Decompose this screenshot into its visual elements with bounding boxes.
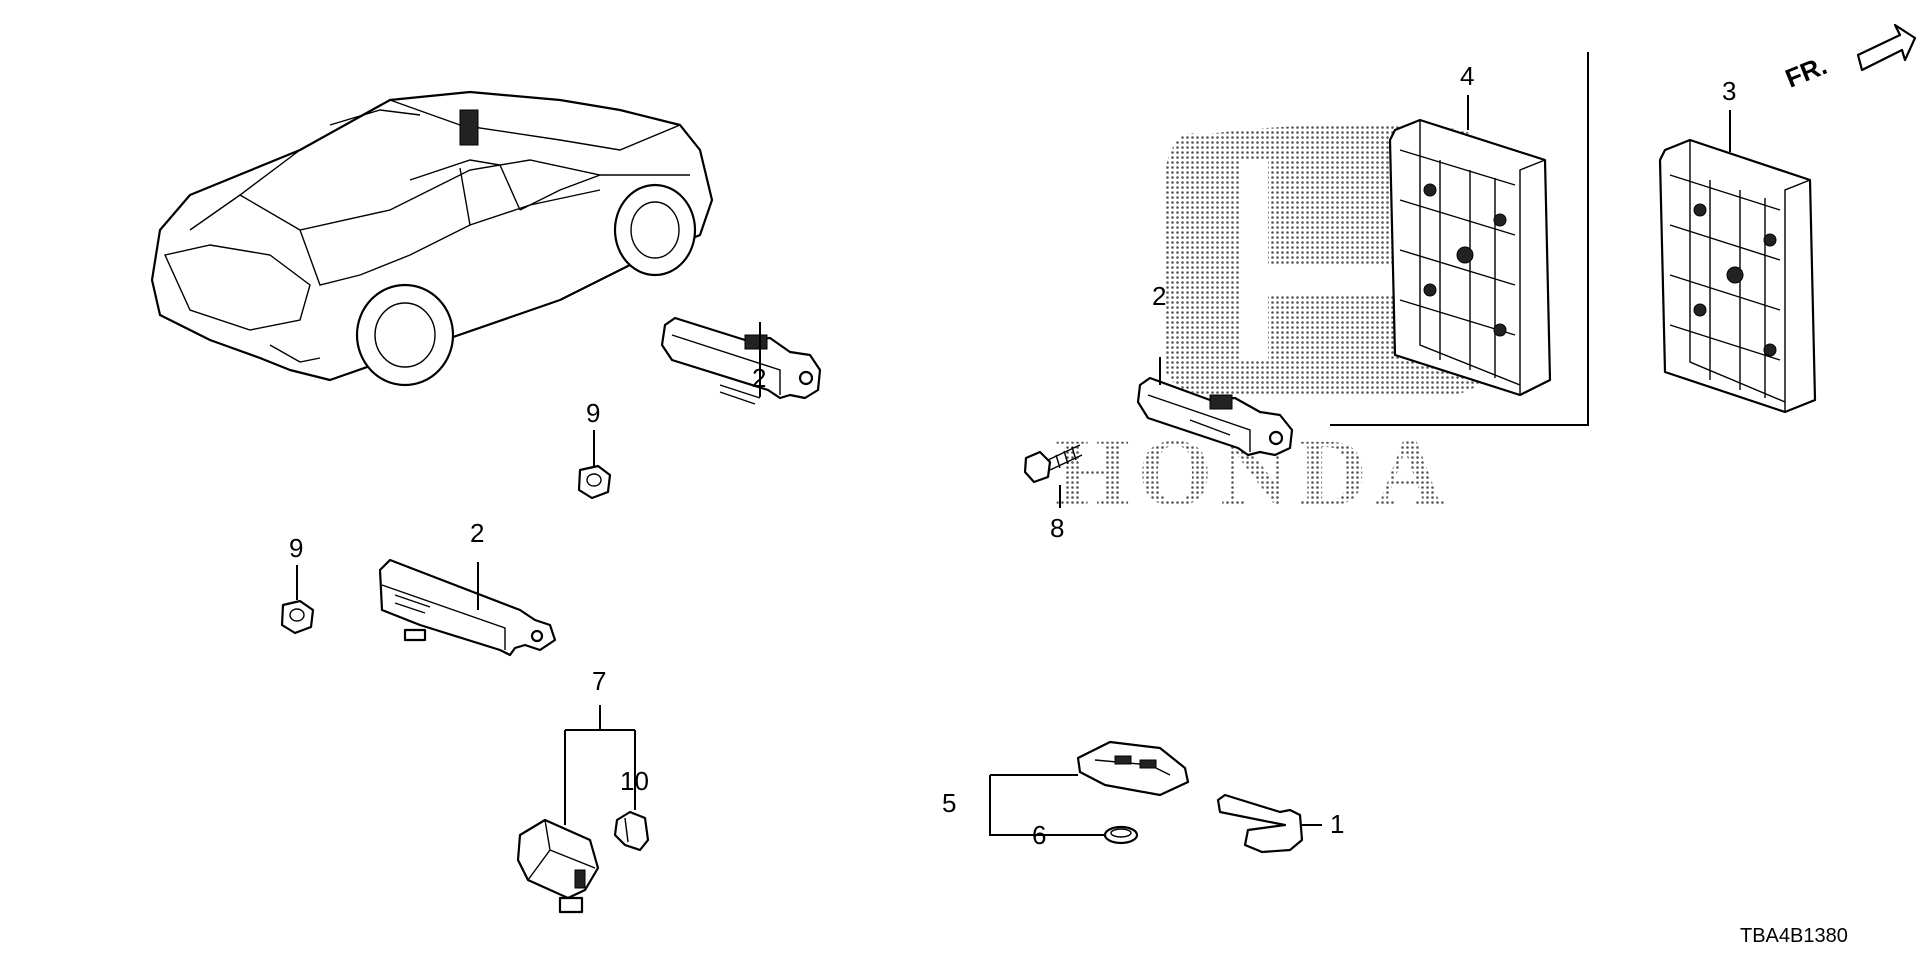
antenna-icon (378, 558, 557, 657)
callout-9-lower-nut: 9 (289, 533, 303, 563)
callout-10: 10 (620, 766, 649, 796)
callout-5: 5 (942, 788, 956, 818)
callout-4: 4 (1460, 61, 1474, 91)
callout-9-upper-nut: 9 (586, 398, 600, 428)
antenna-icon (660, 316, 822, 405)
control-unit-icon (1388, 118, 1552, 397)
callout-7: 7 (592, 666, 606, 696)
key-fob-icon (1076, 740, 1190, 797)
front-direction-indicator: FR. (1781, 23, 1917, 94)
control-unit-icon (1658, 138, 1817, 414)
battery-icon (1103, 825, 1139, 845)
clip-icon (613, 810, 650, 852)
callout-2-lower-antenna: 2 (470, 518, 484, 548)
diagram-code: TBA4B1380 (1740, 925, 1848, 947)
callout-3: 3 (1722, 76, 1736, 106)
key-blade-icon (1216, 793, 1304, 854)
bolt-icon (1023, 444, 1083, 484)
vehicle-sedan-icon (150, 90, 714, 387)
front-direction-label: FR. (1781, 50, 1831, 94)
callout-2-upper-antenna: 2 (752, 363, 766, 393)
sensor-icon (516, 818, 600, 914)
callout-8: 8 (1050, 513, 1064, 543)
antenna-icon (1136, 376, 1294, 457)
callout-6: 6 (1032, 820, 1046, 850)
callout-labels: 1 2 2 2 3 4 5 6 7 8 9 9 10 (289, 61, 1736, 850)
callout-1: 1 (1330, 809, 1344, 839)
nut-icon (577, 464, 612, 500)
nut-icon (280, 599, 315, 635)
leader-lines (296, 52, 1731, 836)
callout-2-right-antenna: 2 (1152, 281, 1166, 311)
